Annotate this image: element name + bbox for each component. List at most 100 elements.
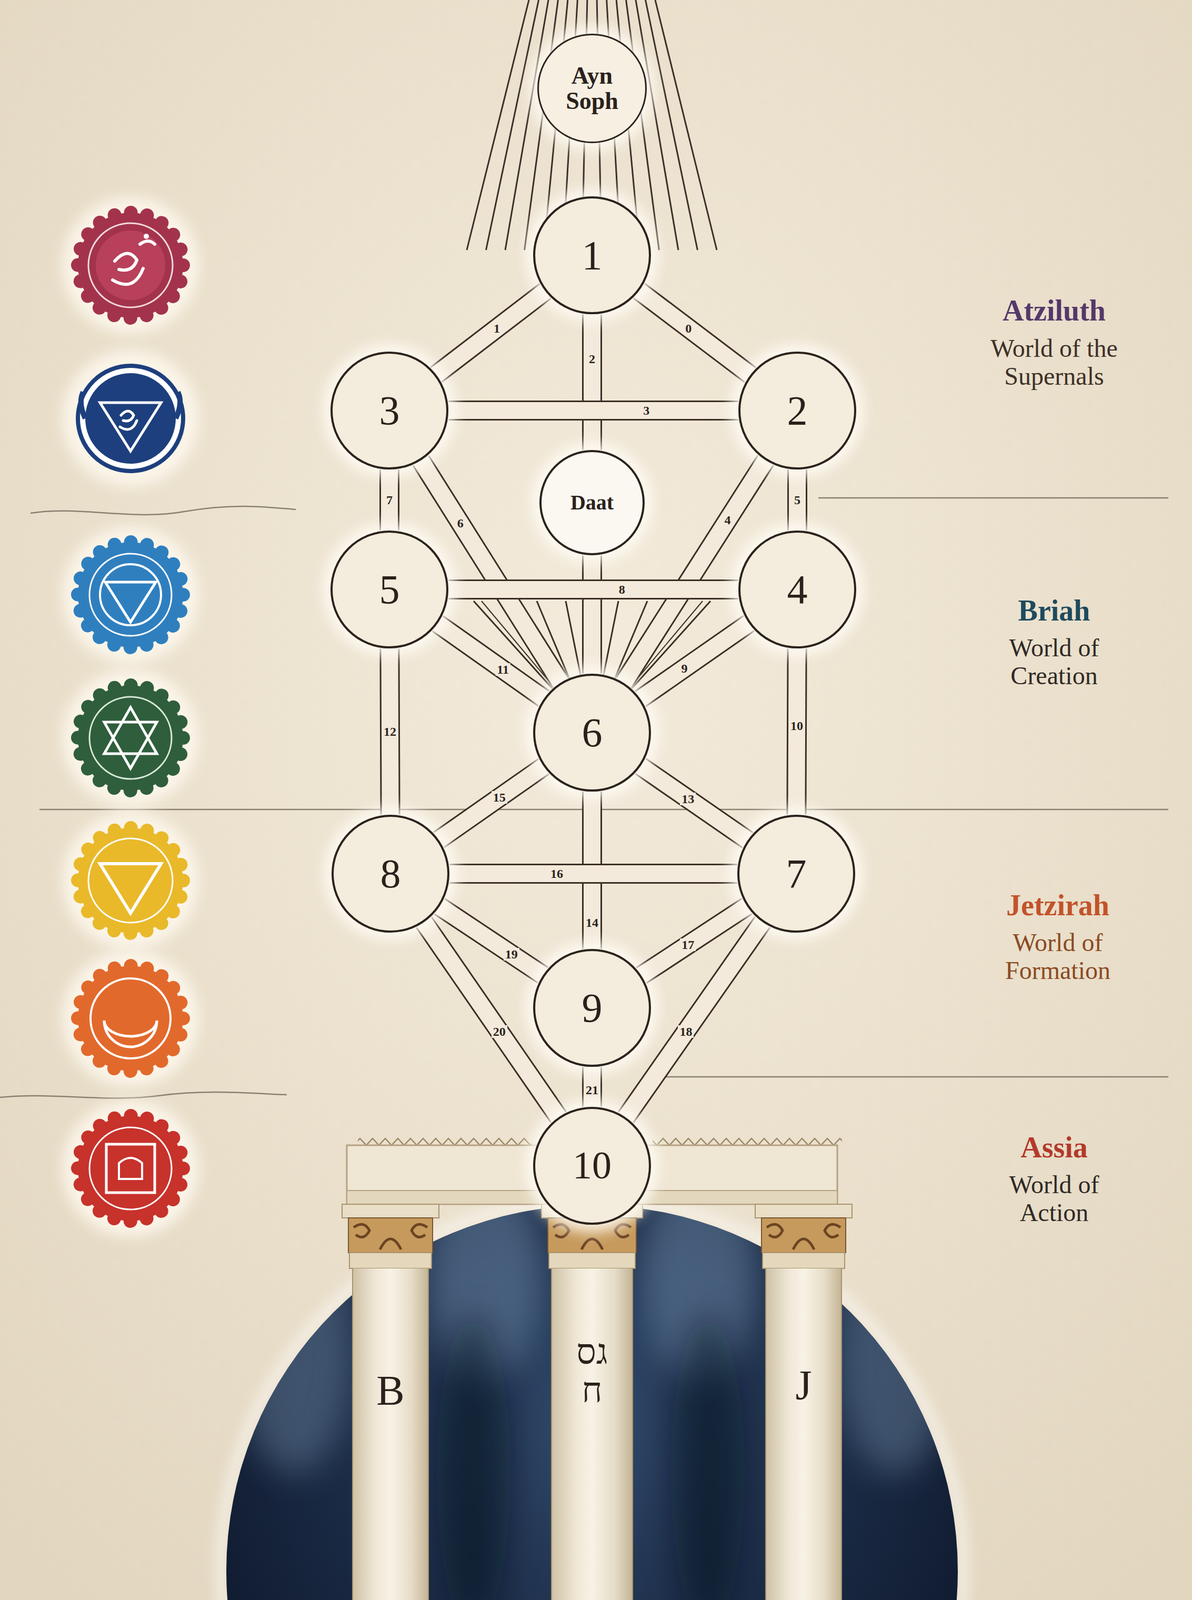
sephira-label: 7 <box>786 852 807 896</box>
path-number-holder: 11 <box>495 663 511 676</box>
chakra-symbol <box>77 212 184 318</box>
world-description: World of Creation <box>975 634 1134 690</box>
chakra-symbol <box>89 553 172 636</box>
divider-line <box>39 808 1169 811</box>
sephira-circle: 2 <box>738 351 857 470</box>
path-number-holder: 14 <box>584 916 600 929</box>
world-name: Jetzirah <box>963 889 1153 923</box>
pillar-capital <box>348 1217 433 1253</box>
chakra-symbol <box>99 564 162 626</box>
path-band <box>437 623 544 699</box>
path-band <box>381 469 398 531</box>
sephira-label: 5 <box>379 567 400 611</box>
sephira-label: 6 <box>582 710 603 755</box>
temple-lintel <box>652 1136 843 1146</box>
chakra-symbol <box>112 241 155 285</box>
pillar-capital <box>553 1224 631 1250</box>
pillar-shaft: B <box>352 1268 429 1600</box>
chakra-symbol <box>89 696 172 779</box>
pillar-capital <box>548 1252 636 1269</box>
chakra-symbol <box>62 526 199 664</box>
path-number: 20 <box>491 1025 508 1038</box>
path-band <box>583 314 601 450</box>
dark-sphere <box>836 1220 953 1474</box>
path-connector <box>640 623 749 699</box>
path-number-holder: 7 <box>384 493 395 507</box>
chakra-symbol <box>77 542 184 648</box>
pillar-capital <box>755 1204 853 1218</box>
chakra-symbol <box>118 1157 143 1179</box>
path-connector <box>592 555 593 674</box>
path-band <box>448 581 739 598</box>
chakra-symbol <box>62 196 199 334</box>
world-label-holder: World of Creation <box>975 634 1134 690</box>
divider-line <box>30 506 296 515</box>
path-connector <box>592 314 593 450</box>
path-connector <box>448 410 739 412</box>
path-connector <box>640 766 748 841</box>
chakra-symbol <box>62 812 199 949</box>
chakra-symbol <box>95 230 166 300</box>
path-number-holder: 12 <box>382 725 398 738</box>
chakra-symbol <box>62 526 199 664</box>
chakra-symbol <box>104 1020 157 1047</box>
pillar-capital <box>342 1204 439 1269</box>
path-number: 1 <box>492 322 502 335</box>
sephira-circle: 7 <box>737 814 856 933</box>
chakra-symbol <box>106 1144 155 1193</box>
world-label-holder: Atziluth <box>959 294 1149 328</box>
path-band <box>638 291 750 376</box>
sephira-label: Ayn Soph <box>552 63 632 115</box>
chakra-symbol <box>104 707 157 769</box>
path-number: 15 <box>491 790 508 804</box>
sephira-label: 8 <box>380 852 402 896</box>
sephira-circle: 8 <box>331 814 450 933</box>
path-band <box>583 1066 601 1107</box>
chakra-symbol <box>77 212 184 318</box>
path-connector <box>638 291 750 376</box>
chakra-symbol <box>62 949 199 1087</box>
path-number-holder: 13 <box>679 792 696 806</box>
path-number: 8 <box>617 583 627 596</box>
path-number: 5 <box>792 493 803 507</box>
divider-line <box>653 1076 1169 1078</box>
path-number: 17 <box>679 938 696 951</box>
path-number-holder: 1 <box>492 322 502 335</box>
sephira-label: 4 <box>787 567 808 611</box>
path-band <box>448 400 739 421</box>
world-name: Briah <box>959 594 1149 628</box>
pillar-capital <box>762 1252 845 1269</box>
path-number-holder: 8 <box>617 583 627 596</box>
pillar-capital <box>761 1217 846 1253</box>
path-number-holder: 17 <box>679 938 696 951</box>
chakra-symbol <box>90 978 171 1059</box>
path-band <box>582 314 603 450</box>
chakra-symbol <box>77 685 184 791</box>
pillar-capital <box>342 1204 439 1218</box>
path-number: 21 <box>584 1083 600 1097</box>
chakra-symbol <box>99 863 162 914</box>
divider-line <box>818 497 1169 499</box>
sephira-label: 1 <box>582 233 603 277</box>
path-band <box>438 766 544 840</box>
world-description: World of Action <box>975 1170 1134 1227</box>
chakra-symbol <box>62 196 199 334</box>
pillar-letter: B <box>376 1368 405 1413</box>
path-band <box>379 469 400 531</box>
pillar-capital <box>766 1224 841 1250</box>
chakra-symbol <box>62 669 199 807</box>
world-label-holder: World of Formation <box>973 928 1143 985</box>
world-label-holder: Jetzirah <box>963 889 1153 923</box>
chakra-symbol <box>77 685 184 791</box>
sephira-label: 9 <box>582 986 603 1030</box>
path-band <box>583 555 601 674</box>
path-band <box>640 623 749 699</box>
path-number: 7 <box>384 493 395 507</box>
divider-line <box>0 497 1169 1099</box>
path-number: 13 <box>679 792 696 806</box>
chakra-symbol <box>88 223 173 308</box>
chakra-symbol <box>62 349 199 487</box>
pillar-capital <box>755 1204 853 1269</box>
dark-sphere <box>236 1168 953 1600</box>
path-connector <box>436 291 546 375</box>
